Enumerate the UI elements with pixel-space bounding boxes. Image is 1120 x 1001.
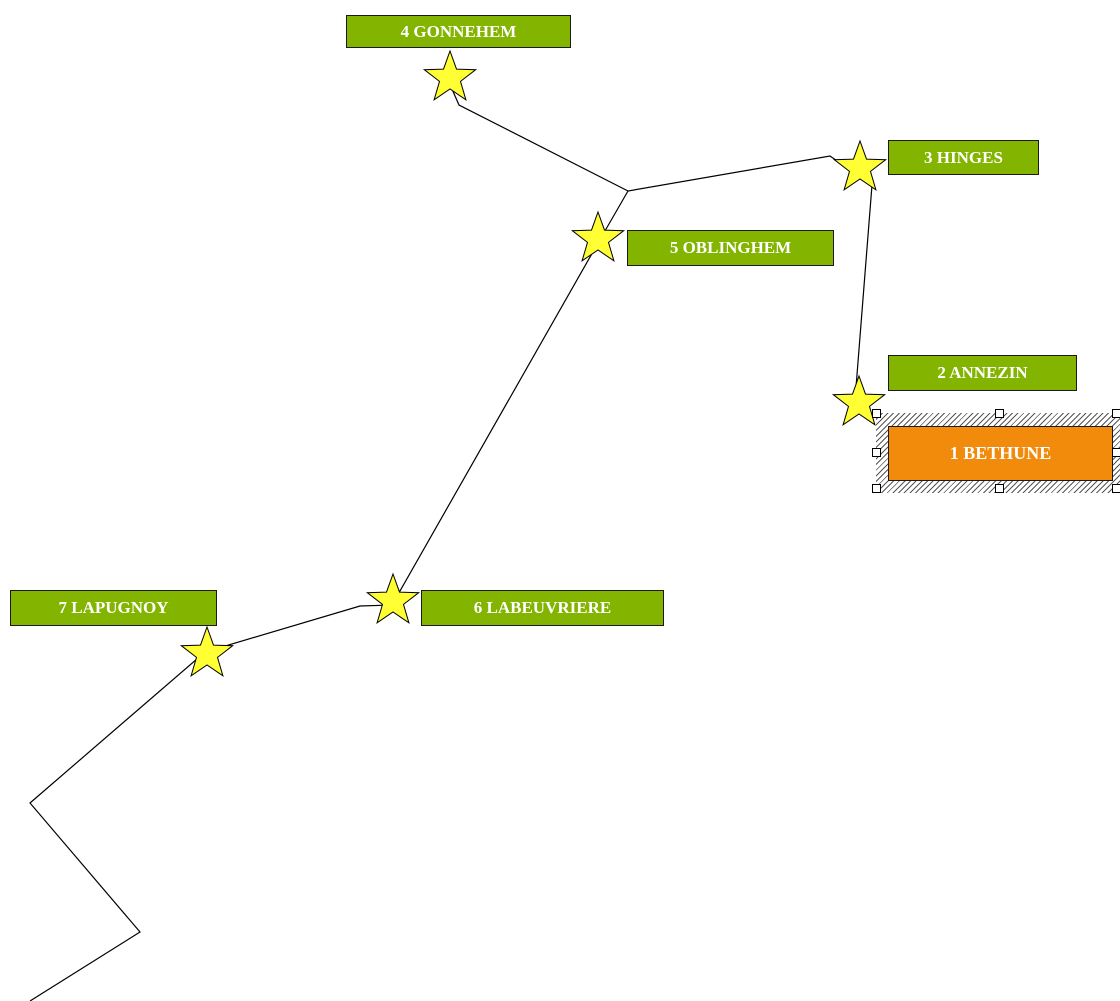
star-icon-annezin[interactable] xyxy=(831,374,887,426)
stop-label-lapugnoy[interactable]: 7 LAPUGNOY xyxy=(10,590,217,626)
stop-label-annezin[interactable]: 2 ANNEZIN xyxy=(888,355,1077,391)
resize-handle-middle-left-icon[interactable] xyxy=(872,448,881,457)
resize-handle-bottom-middle-icon[interactable] xyxy=(995,484,1004,493)
resize-handle-middle-right-icon[interactable] xyxy=(1112,448,1120,457)
star-icon-labeuvriere[interactable] xyxy=(365,572,421,624)
resize-handle-bottom-left-icon[interactable] xyxy=(872,484,881,493)
resize-handle-bottom-right-icon[interactable] xyxy=(1112,484,1120,493)
stop-label-bethune[interactable]: 1 BETHUNE xyxy=(888,426,1113,481)
resize-handle-top-left-icon[interactable] xyxy=(872,409,881,418)
stop-label-hinges[interactable]: 3 HINGES xyxy=(888,140,1039,175)
route-line-main xyxy=(29,155,873,1001)
stop-label-oblinghem[interactable]: 5 OBLINGHEM xyxy=(627,230,834,266)
star-icon-oblinghem[interactable] xyxy=(570,210,626,262)
resize-handle-top-right-icon[interactable] xyxy=(1112,409,1120,418)
star-icon-lapugnoy[interactable] xyxy=(179,625,235,677)
star-icon-gonnehem[interactable] xyxy=(422,49,478,101)
stop-label-gonnehem[interactable]: 4 GONNEHEM xyxy=(346,15,571,48)
route-line-branch-gonnehem xyxy=(447,79,629,192)
stop-label-labeuvriere[interactable]: 6 LABEUVRIERE xyxy=(421,590,664,626)
resize-handle-top-middle-icon[interactable] xyxy=(995,409,1004,418)
star-icon-hinges[interactable] xyxy=(832,139,888,191)
